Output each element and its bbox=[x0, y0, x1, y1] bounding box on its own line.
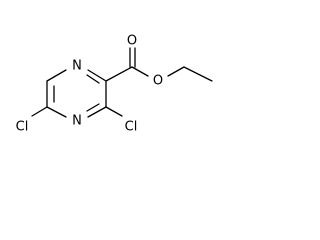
bond-ring-c3-n4-double bbox=[86, 103, 100, 112]
bond-c3-cl bbox=[105, 106, 123, 117]
atom-n-top: N bbox=[72, 59, 82, 74]
bond-ring-n1-c2 bbox=[87, 69, 107, 82]
bond-ring-c3-n4 bbox=[87, 106, 107, 118]
atom-n-bottom: N bbox=[72, 114, 82, 129]
bond-ch2-ch3 bbox=[183, 66, 213, 82]
bond-ring-n1-c2-double bbox=[86, 74, 100, 84]
structure-diagram: N N O O Cl Cl bbox=[0, 0, 260, 138]
bond-o-ch2 bbox=[167, 66, 185, 77]
atom-o-ester: O bbox=[153, 74, 163, 89]
bond-ring-c6-n1 bbox=[46, 69, 67, 82]
bond-ring-n4-c5 bbox=[46, 106, 67, 118]
bond-carbonyl-o-ester bbox=[131, 66, 149, 77]
atom-cl-left: Cl bbox=[16, 120, 29, 135]
molecule-structure: N N O O Cl Cl bbox=[16, 34, 213, 135]
bond-c5-cl bbox=[31, 106, 48, 117]
bond-c2-carbonyl bbox=[105, 66, 133, 82]
atom-o-carbonyl: O bbox=[127, 34, 137, 49]
atom-cl-right: Cl bbox=[125, 120, 138, 135]
